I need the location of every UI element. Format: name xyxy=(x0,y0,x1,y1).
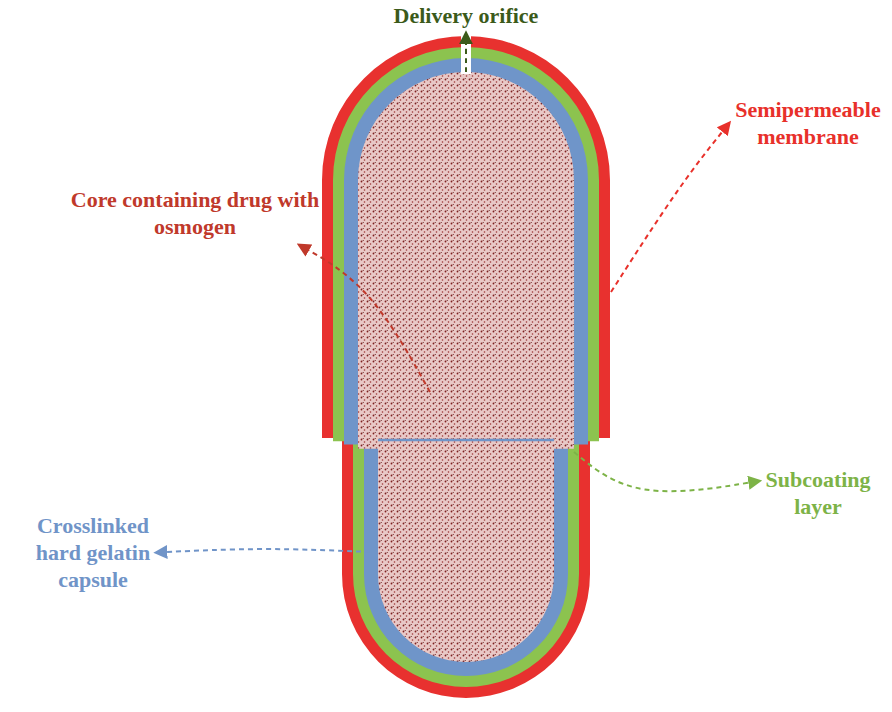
leader-line xyxy=(299,245,430,392)
semipermeable-membrane xyxy=(322,36,610,698)
leader-line xyxy=(465,33,467,72)
leader-line xyxy=(611,123,729,292)
capsule-shell-label: Crosslinked hard gelatin capsule xyxy=(18,512,168,593)
membrane-label: Semipermeable membrane xyxy=(728,96,888,150)
core-label: Core containing drug with osmogen xyxy=(60,186,330,240)
delivery-orifice xyxy=(461,34,471,74)
capsule-seam xyxy=(378,439,554,442)
leader-line xyxy=(156,549,370,552)
subcoating-layer xyxy=(333,47,599,687)
leader-line xyxy=(574,452,759,491)
gelatin-capsule-shell xyxy=(344,58,588,676)
drug-core xyxy=(358,72,574,662)
orifice-label: Delivery orifice xyxy=(366,2,566,29)
subcoating-label: Subcoating layer xyxy=(750,466,886,520)
